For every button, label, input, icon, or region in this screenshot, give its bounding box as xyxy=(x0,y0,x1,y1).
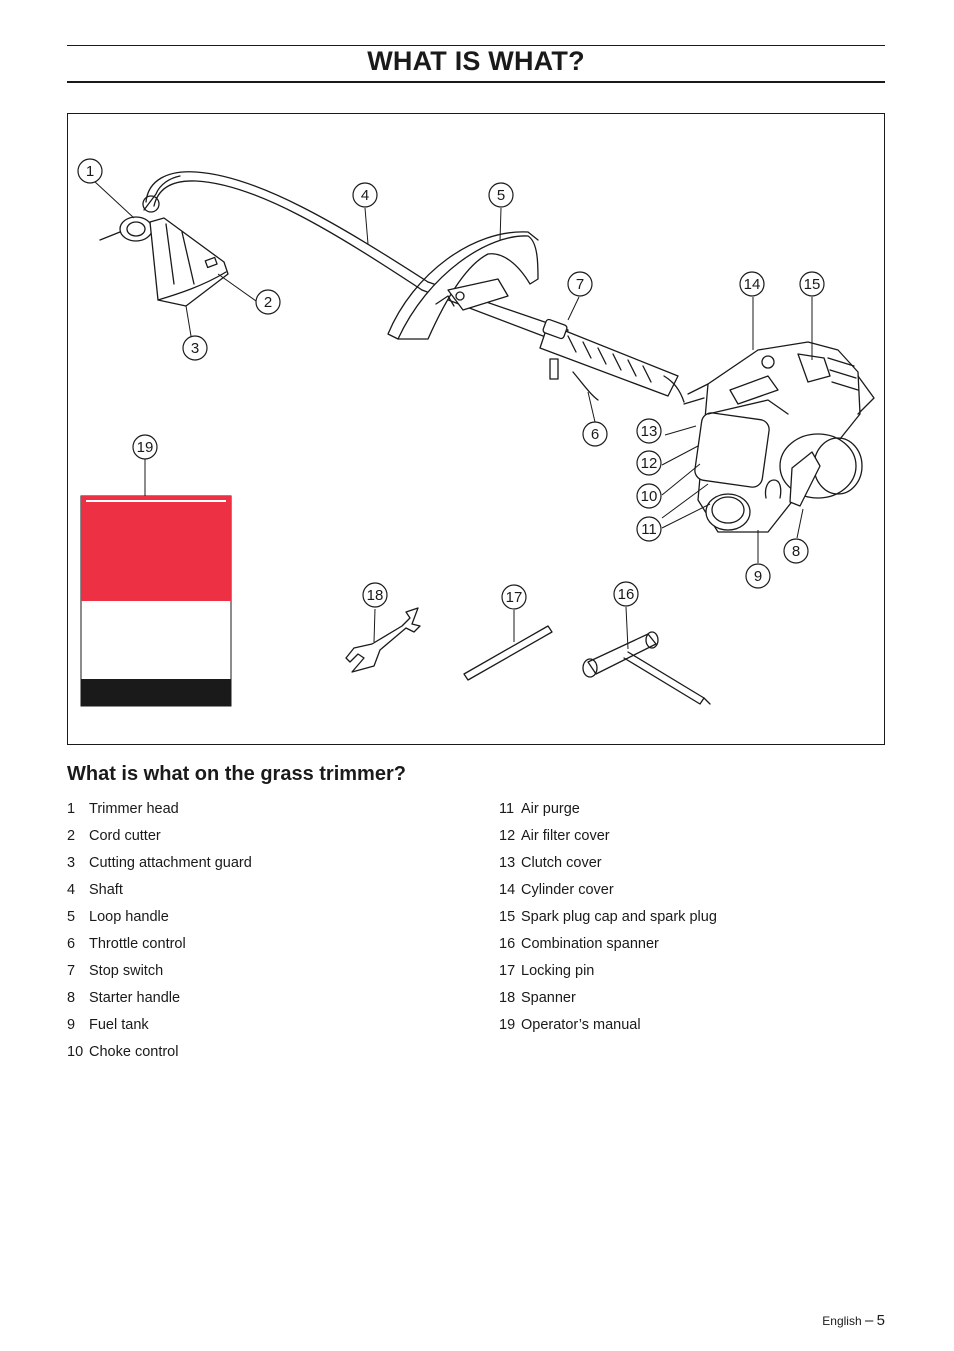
part-label: Cylinder cover xyxy=(521,882,614,898)
page-footer: English – 5 xyxy=(822,1312,885,1329)
part-label: Operator’s manual xyxy=(521,1017,641,1033)
callout-9: 9 xyxy=(754,568,762,585)
callout-14: 14 xyxy=(744,276,761,293)
part-label: Cutting attachment guard xyxy=(89,855,252,871)
callout-18: 18 xyxy=(367,587,384,604)
part-number: 10 xyxy=(67,1043,89,1061)
part-number: 19 xyxy=(499,1016,521,1034)
part-number: 1 xyxy=(67,800,89,818)
part-number: 16 xyxy=(499,935,521,953)
callout-5: 5 xyxy=(497,187,505,204)
part-label: Spark plug cap and spark plug xyxy=(521,909,717,925)
footer-language: English xyxy=(822,1314,861,1328)
engine-drawing xyxy=(684,342,874,532)
locking-pin-drawing xyxy=(464,626,552,680)
page-number: 5 xyxy=(877,1312,885,1329)
part-label: Fuel tank xyxy=(89,1017,149,1033)
part-label: Air filter cover xyxy=(521,828,610,844)
part-label: Locking pin xyxy=(521,963,594,979)
part-number: 11 xyxy=(499,800,521,818)
part-label: Throttle control xyxy=(89,936,186,952)
part-number: 18 xyxy=(499,989,521,1007)
footer-dash: – xyxy=(865,1312,873,1329)
callout-2: 2 xyxy=(264,294,272,311)
part-label: Air purge xyxy=(521,801,580,817)
callout-3: 3 xyxy=(191,340,199,357)
callout-12: 12 xyxy=(641,455,658,472)
spanner-drawing xyxy=(346,608,420,672)
callout-17: 17 xyxy=(506,589,523,606)
callout-16: 16 xyxy=(618,586,635,603)
callout-6: 6 xyxy=(591,426,599,443)
part-number: 14 xyxy=(499,881,521,899)
part-label: Cord cutter xyxy=(89,828,161,844)
part-number: 15 xyxy=(499,908,521,926)
callout-7: 7 xyxy=(576,276,584,293)
callout-4: 4 xyxy=(361,187,369,204)
part-number: 6 xyxy=(67,935,89,953)
part-number: 5 xyxy=(67,908,89,926)
callout-1: 1 xyxy=(86,163,94,180)
section-heading: What is what on the grass trimmer? xyxy=(67,763,406,786)
part-number: 8 xyxy=(67,989,89,1007)
loop-handle-drawing xyxy=(388,232,538,339)
part-number: 13 xyxy=(499,854,521,872)
part-label: Clutch cover xyxy=(521,855,602,871)
throttle-grip-drawing xyxy=(540,319,684,402)
operators-manual xyxy=(81,496,231,706)
part-label: Stop switch xyxy=(89,963,163,979)
callout-11: 11 xyxy=(641,521,657,538)
cutting-guard-drawing xyxy=(150,218,228,306)
callout-8: 8 xyxy=(792,543,800,560)
trimmer-diagram: 1 2 3 4 5 6 7 8 9 10 11 12 13 14 15 16 1… xyxy=(68,114,884,744)
combination-spanner-drawing xyxy=(583,632,710,704)
part-label: Loop handle xyxy=(89,909,169,925)
part-number: 12 xyxy=(499,827,521,845)
part-label: Combination spanner xyxy=(521,936,659,952)
part-number: 9 xyxy=(67,1016,89,1034)
part-label: Choke control xyxy=(89,1044,178,1060)
title-underline xyxy=(67,81,885,83)
part-label: Shaft xyxy=(89,882,123,898)
trimmer-illustration: 1 2 3 4 5 6 7 8 9 10 11 12 13 14 15 16 1… xyxy=(67,113,885,745)
part-number: 3 xyxy=(67,854,89,872)
part-label: Spanner xyxy=(521,990,576,1006)
callout-10: 10 xyxy=(641,488,658,505)
part-number: 4 xyxy=(67,881,89,899)
callout-13: 13 xyxy=(641,423,658,440)
part-number: 17 xyxy=(499,962,521,980)
part-label: Trimmer head xyxy=(89,801,179,817)
part-label: Starter handle xyxy=(89,990,180,1006)
callout-15: 15 xyxy=(804,276,821,293)
page-title: WHAT IS WHAT? xyxy=(67,46,885,77)
callout-19: 19 xyxy=(137,439,154,456)
part-number: 7 xyxy=(67,962,89,980)
part-number: 2 xyxy=(67,827,89,845)
